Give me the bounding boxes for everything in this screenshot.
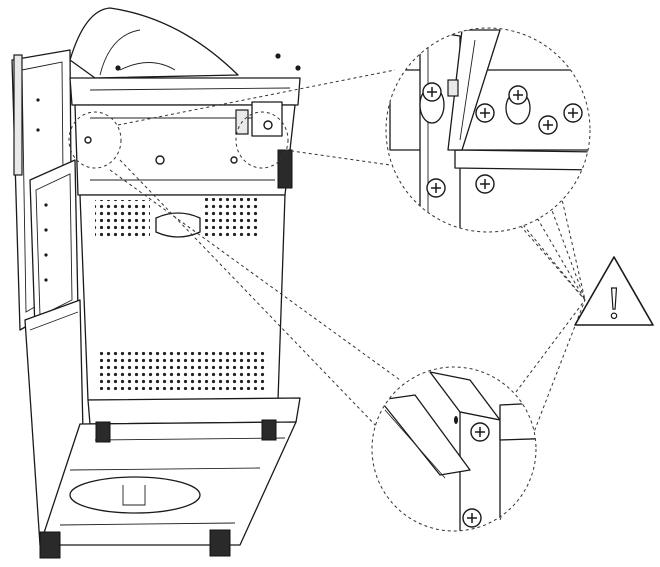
phillips-screw-icon bbox=[508, 85, 528, 105]
casters bbox=[39, 419, 277, 559]
cabinet-handle bbox=[155, 212, 201, 238]
phillips-screw-icon bbox=[422, 82, 442, 102]
phillips-screw-icon bbox=[475, 103, 495, 123]
phillips-screw-icon bbox=[563, 103, 583, 123]
top-frame bbox=[69, 77, 301, 106]
phillips-screw-icon bbox=[462, 508, 482, 528]
phillips-screw-icon bbox=[470, 422, 490, 442]
vent-holes-upper-left bbox=[95, 200, 150, 238]
vent-holes-upper-right bbox=[205, 198, 260, 236]
grill-cart bbox=[11, 7, 301, 559]
caster-wheel-right bbox=[209, 529, 231, 557]
control-knob bbox=[277, 149, 293, 189]
side-handle bbox=[13, 54, 23, 176]
detail-callout-top bbox=[385, 27, 591, 233]
phillips-screw-icon bbox=[538, 115, 558, 135]
grill-lid bbox=[69, 7, 239, 79]
propane-tank-ring bbox=[69, 476, 201, 514]
side-rivets bbox=[36, 98, 48, 282]
caster-wheel-left bbox=[39, 531, 61, 559]
detail-callout-bottom bbox=[371, 366, 537, 532]
phillips-screw-icon bbox=[475, 174, 495, 194]
vent-holes-lower bbox=[100, 352, 268, 390]
warning-exclamation: ! bbox=[606, 277, 621, 328]
phillips-screw-icon bbox=[426, 178, 446, 198]
warning-triangle-icon: ! bbox=[574, 256, 654, 329]
